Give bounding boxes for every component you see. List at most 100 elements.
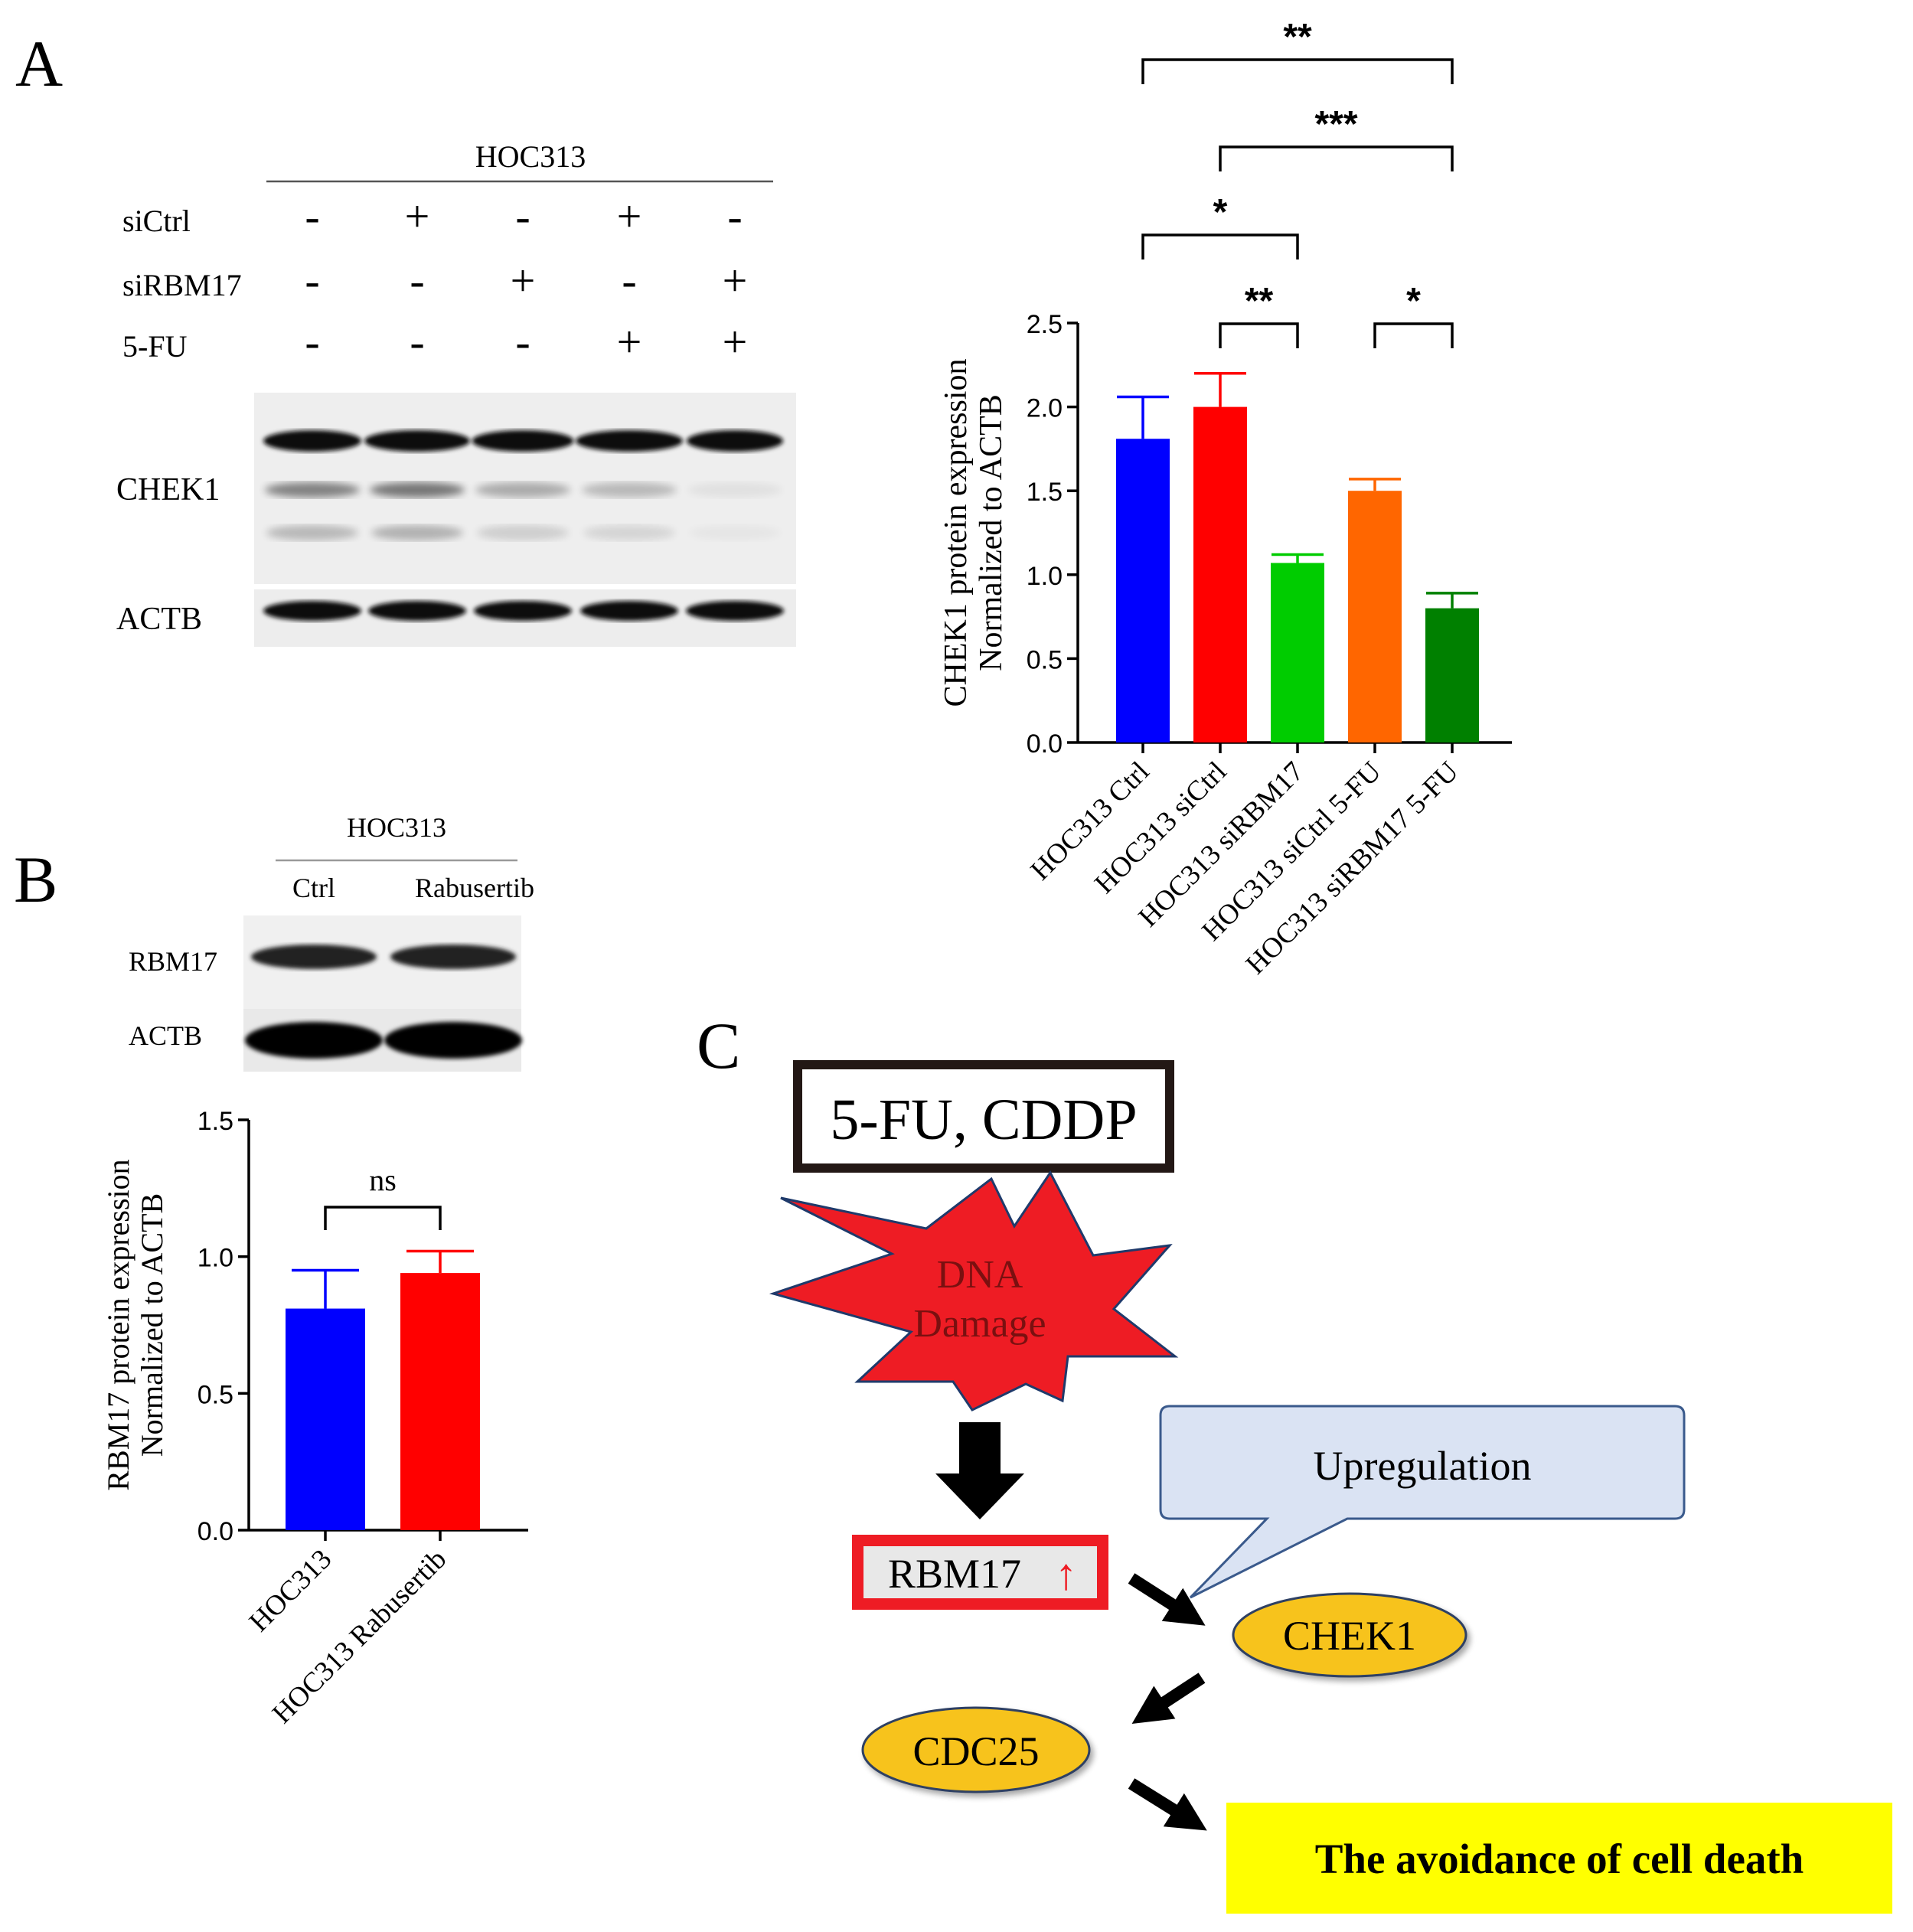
bar-3	[1271, 563, 1324, 742]
y-tick-label: 0.5	[198, 1380, 233, 1409]
outcome-box-label: The avoidance of cell death	[1315, 1836, 1804, 1882]
blot-a-mark-r2-lane1: -	[305, 256, 319, 305]
significance-label-5: *	[1406, 281, 1421, 321]
blot-a-mark-r1-lane4: +	[617, 191, 642, 241]
blot-a-actb-band-lane1	[263, 601, 361, 621]
blot-a-chek1-minor-band-lane3	[475, 482, 570, 498]
blot-a-chek1-minor-band-lane1	[265, 482, 360, 498]
blot-a-chek1-faint-band-lane2	[371, 525, 463, 540]
blot-b-lane-ctrl: Ctrl	[292, 873, 335, 903]
significance-bracket-4	[1219, 322, 1299, 348]
blot-b-actb-band-lane2	[384, 1022, 522, 1059]
blot-a-band-label-chek1: CHEK1	[116, 472, 220, 507]
arrow-chek1-to-cdc25	[1131, 1673, 1206, 1725]
x-category-label-2: HOC313 siCtrl	[1089, 756, 1232, 899]
blot-a-chek1-faint-band-lane1	[266, 525, 358, 540]
blot-b-lane-rabusertib: Rabusertib	[415, 873, 534, 903]
blot-a-condition-marks: -+-+---+-+---++	[305, 191, 747, 367]
blot-a-cell-line: HOC313	[475, 139, 586, 174]
y-tick-label: 0.0	[198, 1517, 233, 1546]
blot-b-rbm17-band-lane2	[390, 945, 516, 969]
y-tick-label: 1.5	[198, 1107, 233, 1136]
bar-1	[286, 1308, 365, 1530]
blot-a-actb-band-lane2	[368, 601, 466, 621]
y-axis-label-line2: Normalized to ACTB	[974, 394, 1009, 671]
blot-a-chek1-band-lane5	[687, 430, 783, 452]
arrow-damage-to-rbm17	[935, 1422, 1024, 1519]
blot-a-mark-r3-lane2: -	[410, 317, 424, 367]
bar-5	[1425, 608, 1479, 742]
y-tick-label: 0.5	[1027, 645, 1063, 674]
y-axis-label-line1: RBM17 protein expression	[101, 1159, 135, 1490]
chek1-oval-label: CHEK1	[1283, 1613, 1416, 1659]
cdc25-oval-label: CDC25	[912, 1728, 1039, 1774]
significance-label-1: ns	[369, 1163, 397, 1197]
bar-4	[1348, 491, 1402, 742]
panel-letter-a: A	[15, 27, 63, 100]
rbm17-box	[863, 1546, 1097, 1598]
blot-a-chek1-band-lane1	[263, 430, 361, 452]
blot-a-mark-r2-lane2: -	[410, 256, 424, 305]
blot-a-mark-r1-lane3: -	[515, 191, 530, 241]
upregulation-callout	[1159, 1405, 1686, 1599]
dna-damage-line2: Damage	[913, 1302, 1046, 1346]
significance-bracket-2	[1219, 145, 1454, 171]
blot-a-chek1-band-lane2	[364, 430, 470, 452]
significance-label-2: ***	[1314, 104, 1357, 145]
blot-a-chek1-band-lane4	[576, 430, 683, 452]
blot-a-mark-r1-lane1: -	[305, 191, 319, 241]
significance-bracket-3	[1141, 233, 1299, 259]
significance-label-4: **	[1245, 281, 1274, 321]
blot-b-cell-line: HOC313	[347, 812, 446, 843]
blot-a-chek1-minor-band-lane2	[370, 482, 465, 498]
y-tick-label: 1.5	[1027, 478, 1063, 507]
significance-label-3: *	[1213, 192, 1228, 233]
panel-letter-b: B	[14, 843, 57, 916]
blot-a-mark-r2-lane5: +	[723, 256, 748, 305]
blot-a-row-label-sirbm17: siRBM17	[122, 268, 242, 302]
blot-a-chek1-faint-band-lane5	[689, 525, 781, 540]
y-tick-label: 1.0	[198, 1244, 233, 1273]
blot-a-mark-r3-lane5: +	[723, 317, 748, 367]
blot-b-actb-band-lane1	[245, 1022, 383, 1059]
y-axis-label-line1: CHEK1 protein expression	[939, 359, 974, 707]
drug-box	[793, 1060, 1174, 1173]
blot-a-band-label-actb: ACTB	[116, 602, 202, 637]
blot-b-band-label-actb: ACTB	[129, 1020, 202, 1051]
blot-b-rbm17-band-lane1	[251, 945, 377, 969]
outcome-box	[1226, 1803, 1892, 1914]
significance-bracket-5	[1373, 322, 1454, 348]
blot-a-actb-band-lane5	[686, 601, 784, 621]
chek1-oval	[1232, 1592, 1467, 1678]
bar-2	[400, 1273, 480, 1530]
blot-a-mark-r1-lane5: -	[727, 191, 742, 241]
bar-2	[1193, 406, 1247, 742]
blot-a-actb-band-lane3	[474, 601, 572, 621]
blot-a-chek1-minor-band-lane4	[582, 482, 677, 498]
blot-a-mark-r2-lane3: +	[511, 256, 536, 305]
y-axis-label-line2: Normalized to ACTB	[135, 1193, 169, 1457]
bar-1	[1116, 439, 1170, 742]
arrow-rbm17-to-chek1	[1128, 1573, 1206, 1626]
blot-a-chek1-faint-band-lane4	[583, 525, 675, 540]
y-tick-label: 2.0	[1027, 394, 1063, 423]
blot-b-band-label-rbm17: RBM17	[129, 946, 217, 977]
blot-a-image	[254, 393, 796, 647]
y-tick-label: 0.0	[1027, 729, 1063, 759]
significance-bracket-1	[324, 1206, 442, 1230]
up-arrow-icon: ↑	[1055, 1549, 1077, 1599]
blot-a-actb-band-lane4	[580, 601, 678, 621]
blot-a-mark-r3-lane1: -	[305, 317, 319, 367]
blot-a-mark-r3-lane3: -	[515, 317, 530, 367]
significance-bracket-1	[1141, 58, 1454, 84]
significance-label-1: **	[1283, 17, 1312, 57]
x-category-label-1: HOC313	[243, 1543, 338, 1637]
blot-a-mark-r1-lane2: +	[405, 191, 430, 241]
drug-box-label: 5-FU, CDDP	[830, 1088, 1137, 1152]
blot-a-row-label-5fu: 5-FU	[122, 329, 188, 364]
dna-damage-burst	[769, 1170, 1179, 1411]
y-tick-label: 2.5	[1027, 310, 1063, 339]
